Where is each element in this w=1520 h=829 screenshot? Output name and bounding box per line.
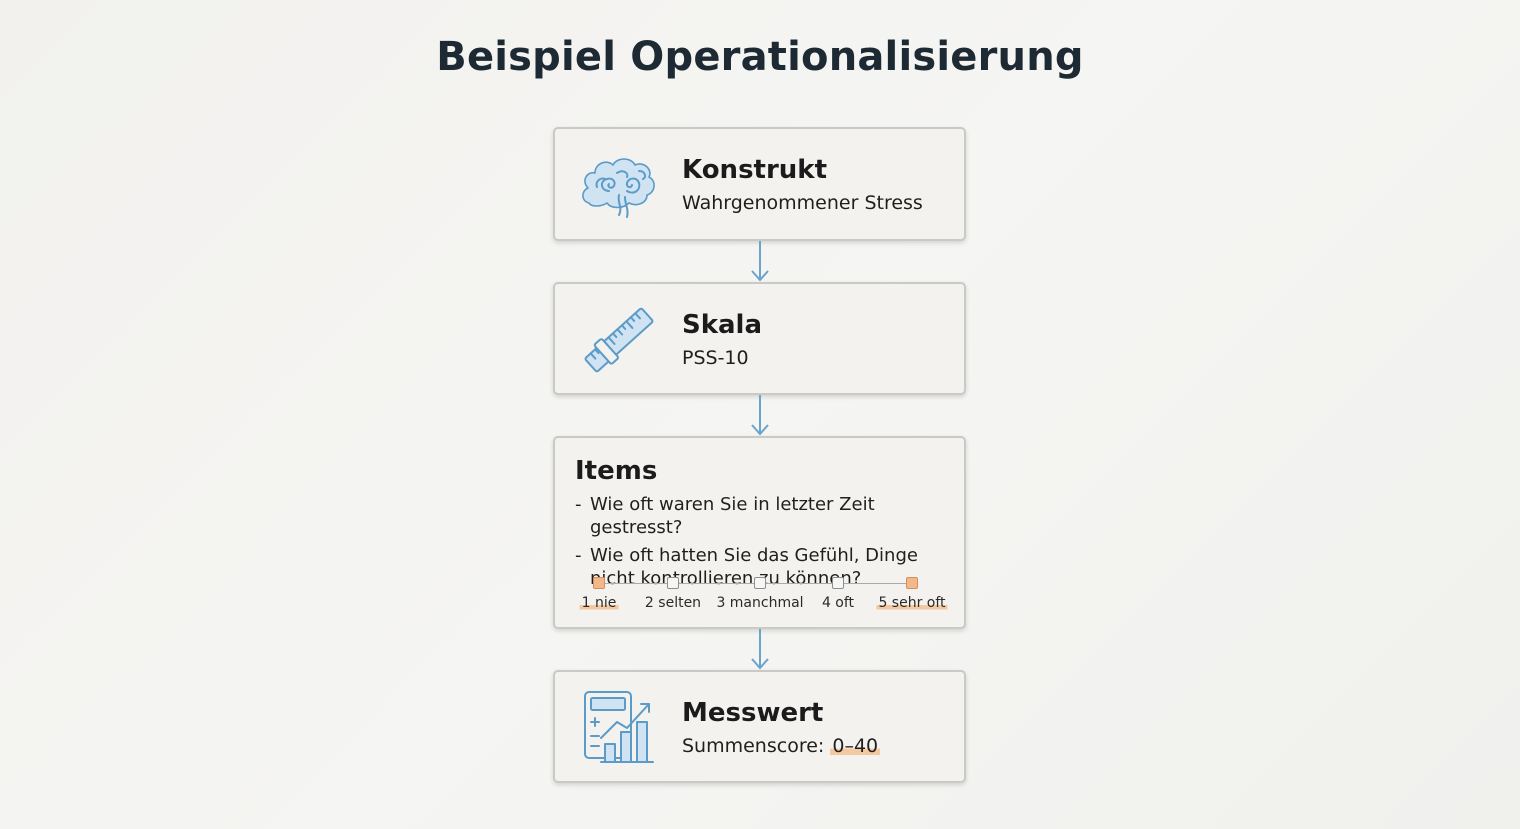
likert-option-2 [667, 577, 679, 589]
arrow-down-icon [751, 394, 769, 436]
arrow-down-icon [751, 628, 769, 670]
messwert-card: Messwert Summenscore: 0–40 [553, 670, 966, 783]
skala-heading: Skala [682, 310, 763, 340]
messwert-text: Summenscore: 0–40 [682, 735, 881, 757]
item-list: - Wie oft waren Sie in letzter Zeit gest… [575, 493, 955, 595]
skala-text: PSS-10 [682, 347, 749, 369]
likert-option-5 [906, 577, 918, 589]
konstrukt-heading: Konstrukt [682, 155, 828, 185]
arrow-down-icon [751, 240, 769, 282]
konstrukt-text: Wahrgenommener Stress [682, 192, 923, 214]
ruler-icon [579, 302, 659, 378]
likert-option-3 [754, 577, 766, 589]
items-heading: Items [575, 456, 658, 486]
item-text: Wie oft waren Sie in letzter Zeit gestre… [590, 494, 875, 538]
konstrukt-card: Konstrukt Wahrgenommener Stress [553, 127, 966, 241]
likert-label-3: 3 manchmal [716, 595, 804, 611]
list-item: - Wie oft waren Sie in letzter Zeit gest… [575, 493, 955, 539]
calculator-chart-icon [579, 690, 659, 766]
likert-label-4: 4 oft [821, 595, 855, 611]
list-dash: - [575, 494, 582, 515]
likert-label-2: 2 selten [644, 595, 702, 611]
likert-label-5: 5 sehr oft [876, 595, 948, 611]
skala-card: Skala PSS-10 [553, 282, 966, 395]
messwert-range: 0–40 [830, 735, 881, 757]
list-dash: - [575, 545, 582, 566]
likert-label-1: 1 nie [579, 595, 619, 611]
brain-cloud-icon [579, 147, 659, 223]
messwert-heading: Messwert [682, 698, 824, 728]
messwert-prefix: Summenscore: [682, 735, 831, 757]
likert-option-4 [832, 577, 844, 589]
items-card: Items - Wie oft waren Sie in letzter Zei… [553, 436, 966, 629]
page-title: Beispiel Operationalisierung [436, 34, 1084, 80]
likert-option-1 [593, 577, 605, 589]
